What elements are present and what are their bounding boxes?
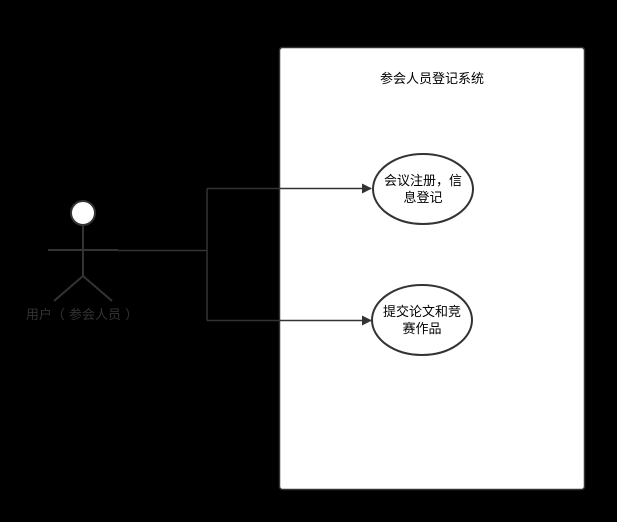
system-boundary[interactable]	[278, 46, 586, 491]
usecase-register-label: 会议注册，信息登记	[383, 174, 462, 206]
actor-label: 用户（ 参会人员 ）	[25, 308, 139, 323]
usecase-submit-ellipse[interactable]	[371, 284, 473, 356]
actor-connector-trunk	[118, 188, 208, 321]
actor-figure[interactable]	[48, 200, 118, 302]
usecase-submit-label: 提交论文和竞赛作品	[382, 305, 461, 337]
actor-right-leg	[82, 275, 113, 302]
actor-head	[70, 200, 96, 226]
actor-left-leg	[53, 275, 84, 302]
usecase-register-ellipse[interactable]	[372, 153, 474, 225]
system-title: 参会人员登记系统	[379, 72, 484, 87]
